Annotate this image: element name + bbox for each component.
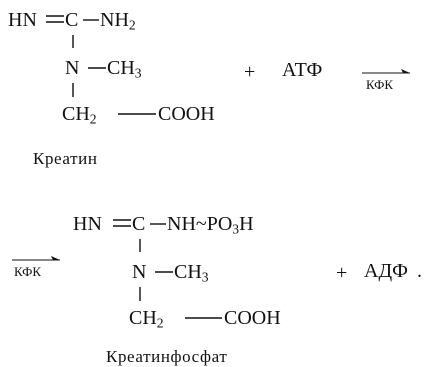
arrow-2-head [51,256,60,260]
creatine-amine-group: NH2 [100,9,136,33]
creatine-phosphate-name: Креатинфосфат [106,347,228,366]
enzyme-label-2: КФК [14,264,42,279]
creatine-name: Креатин [33,149,98,168]
atp-label: АТФ [282,59,323,81]
creatine-methyl-group: CH3 [107,57,142,81]
period-mark: . [417,260,422,282]
phosphate-carbon-atom: C [132,213,146,235]
adp-label: АДФ [364,260,408,282]
phosphate-carboxyl-group: COOH [224,307,281,329]
enzyme-label-1: КФК [366,77,394,92]
creatine-imino-group: HN [8,9,37,31]
arrow-1-head [401,69,410,73]
plus-sign-1: + [244,61,256,83]
creatine-carboxyl-group: COOH [158,103,215,125]
phosphate-nitrogen-atom: N [132,261,147,283]
creatine-carbon-atom: C [65,9,79,31]
phosphate-nh-group: NH~PO3H [167,213,254,237]
plus-sign-2: + [336,262,348,284]
phosphate-imino-group: HN [73,213,102,235]
phosphate-methyl-group: CH3 [174,261,209,285]
creatine-nitrogen-atom: N [65,57,80,79]
phosphate-methylene-group: CH2 [129,307,164,331]
creatine-methylene-group: CH2 [62,103,97,127]
